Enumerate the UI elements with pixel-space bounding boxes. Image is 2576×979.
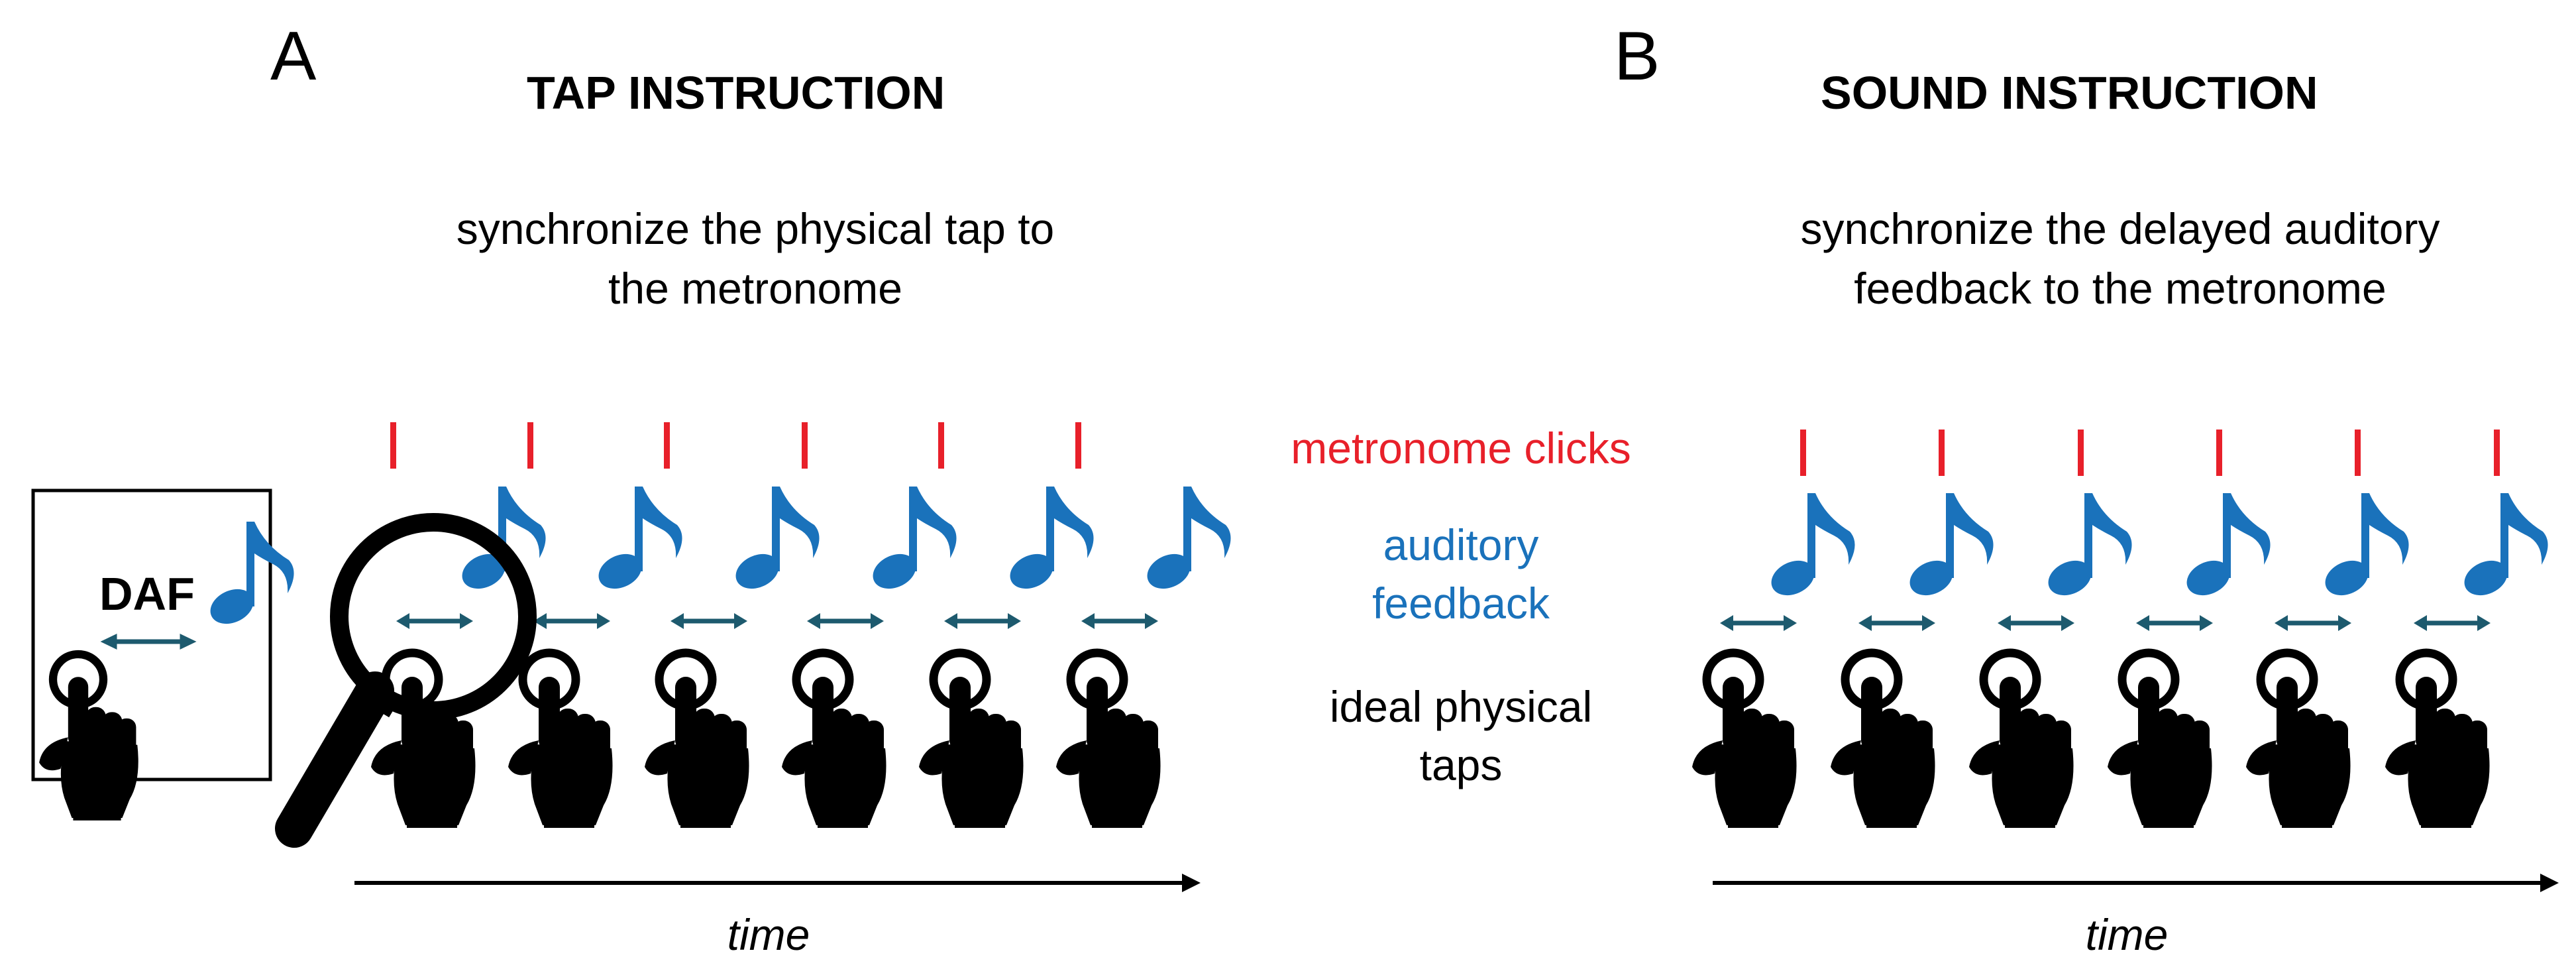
legend-metronome-clicks: metronome clicks: [1291, 424, 1631, 473]
metronome-click: [2494, 430, 2500, 476]
tap-hand-icon: [1969, 653, 2074, 828]
music-note-icon: [1904, 493, 1994, 603]
tap-hand-icon: [2246, 653, 2351, 828]
tap-hand-icon: [2108, 653, 2212, 828]
panel-b-instruction-line1: synchronize the delayed auditory: [1800, 204, 2440, 253]
music-note-icon: [2043, 493, 2132, 603]
metronome-click: [1075, 422, 1081, 469]
panel-a-delay-arrows: [396, 613, 1158, 629]
legend-ideal-taps-line2: taps: [1419, 740, 1503, 789]
panel-b-time-arrow-icon: [1713, 874, 2559, 892]
panel-b-letter: B: [1614, 18, 1660, 95]
double-arrow-icon: [1998, 615, 2074, 631]
metronome-click: [664, 422, 670, 469]
music-note-icon: [2459, 493, 2548, 603]
tap-hand-icon: [2385, 653, 2490, 828]
metronome-click: [1939, 430, 1945, 476]
double-arrow-icon: [533, 613, 610, 629]
tap-hand-icon: [645, 653, 749, 828]
metronome-click: [938, 422, 944, 469]
panel-b-time-label: time: [2085, 910, 2169, 959]
double-arrow-icon: [1081, 613, 1158, 629]
metronome-click: [527, 422, 533, 469]
music-note-icon: [593, 487, 682, 596]
double-arrow-icon: [2136, 615, 2213, 631]
panel-b-feedback-notes: [1766, 493, 2548, 603]
panel-b-delay-arrows: [1720, 615, 2491, 631]
music-note-icon: [730, 487, 820, 596]
music-note-icon: [1766, 493, 1855, 603]
panel-a-metronome-clicks: [390, 422, 1081, 469]
panel-b-title: SOUND INSTRUCTION: [1821, 67, 2318, 119]
double-arrow-icon: [671, 613, 747, 629]
metronome-click: [2216, 430, 2222, 476]
music-note-icon: [1142, 487, 1231, 596]
music-note-icon: [2320, 493, 2409, 603]
legend-ideal-taps-line1: ideal physical: [1329, 682, 1593, 731]
panel-a-instruction-line1: synchronize the physical tap to: [456, 204, 1055, 253]
panel-b-taps: [1692, 653, 2490, 828]
panel-b-metronome-clicks: [1800, 430, 2500, 476]
double-arrow-icon: [1858, 615, 1935, 631]
tap-hand-icon: [1831, 653, 1935, 828]
magnifier-icon: [275, 513, 537, 848]
tap-hand-icon: [1692, 653, 1797, 828]
double-arrow-icon: [2275, 615, 2351, 631]
panel-b-instruction-line2: feedback to the metronome: [1854, 264, 2387, 313]
metronome-click: [802, 422, 808, 469]
panel-a-instruction-line2: the metronome: [608, 264, 902, 313]
panel-a-time-arrow-icon: [354, 874, 1201, 892]
music-note-icon: [2181, 493, 2271, 603]
double-arrow-icon: [944, 613, 1021, 629]
legend-auditory-feedback-line1: auditory: [1383, 520, 1539, 569]
double-arrow-icon: [2414, 615, 2491, 631]
tap-hand-icon: [919, 653, 1024, 828]
metronome-click: [2078, 430, 2084, 476]
panel-a-time-label: time: [727, 910, 810, 959]
panel-a-taps: [371, 653, 1161, 828]
tap-hand-icon: [508, 653, 613, 828]
panel-a-feedback-notes: [456, 487, 1231, 596]
double-arrow-icon: [807, 613, 884, 629]
tap-hand-icon: [782, 653, 886, 828]
daf-label: DAF: [99, 568, 195, 620]
music-note-icon: [867, 487, 957, 596]
metronome-click: [1800, 430, 1806, 476]
metronome-click: [2355, 430, 2361, 476]
tap-hand-icon: [1056, 653, 1161, 828]
music-note-icon: [1004, 487, 1094, 596]
panel-a-letter: A: [270, 18, 317, 95]
legend-auditory-feedback-line2: feedback: [1372, 579, 1550, 628]
panel-a-title: TAP INSTRUCTION: [527, 67, 945, 119]
metronome-click: [390, 422, 396, 469]
double-arrow-icon: [1720, 615, 1797, 631]
daf-inset: [31, 489, 294, 821]
double-arrow-icon: [396, 613, 473, 629]
